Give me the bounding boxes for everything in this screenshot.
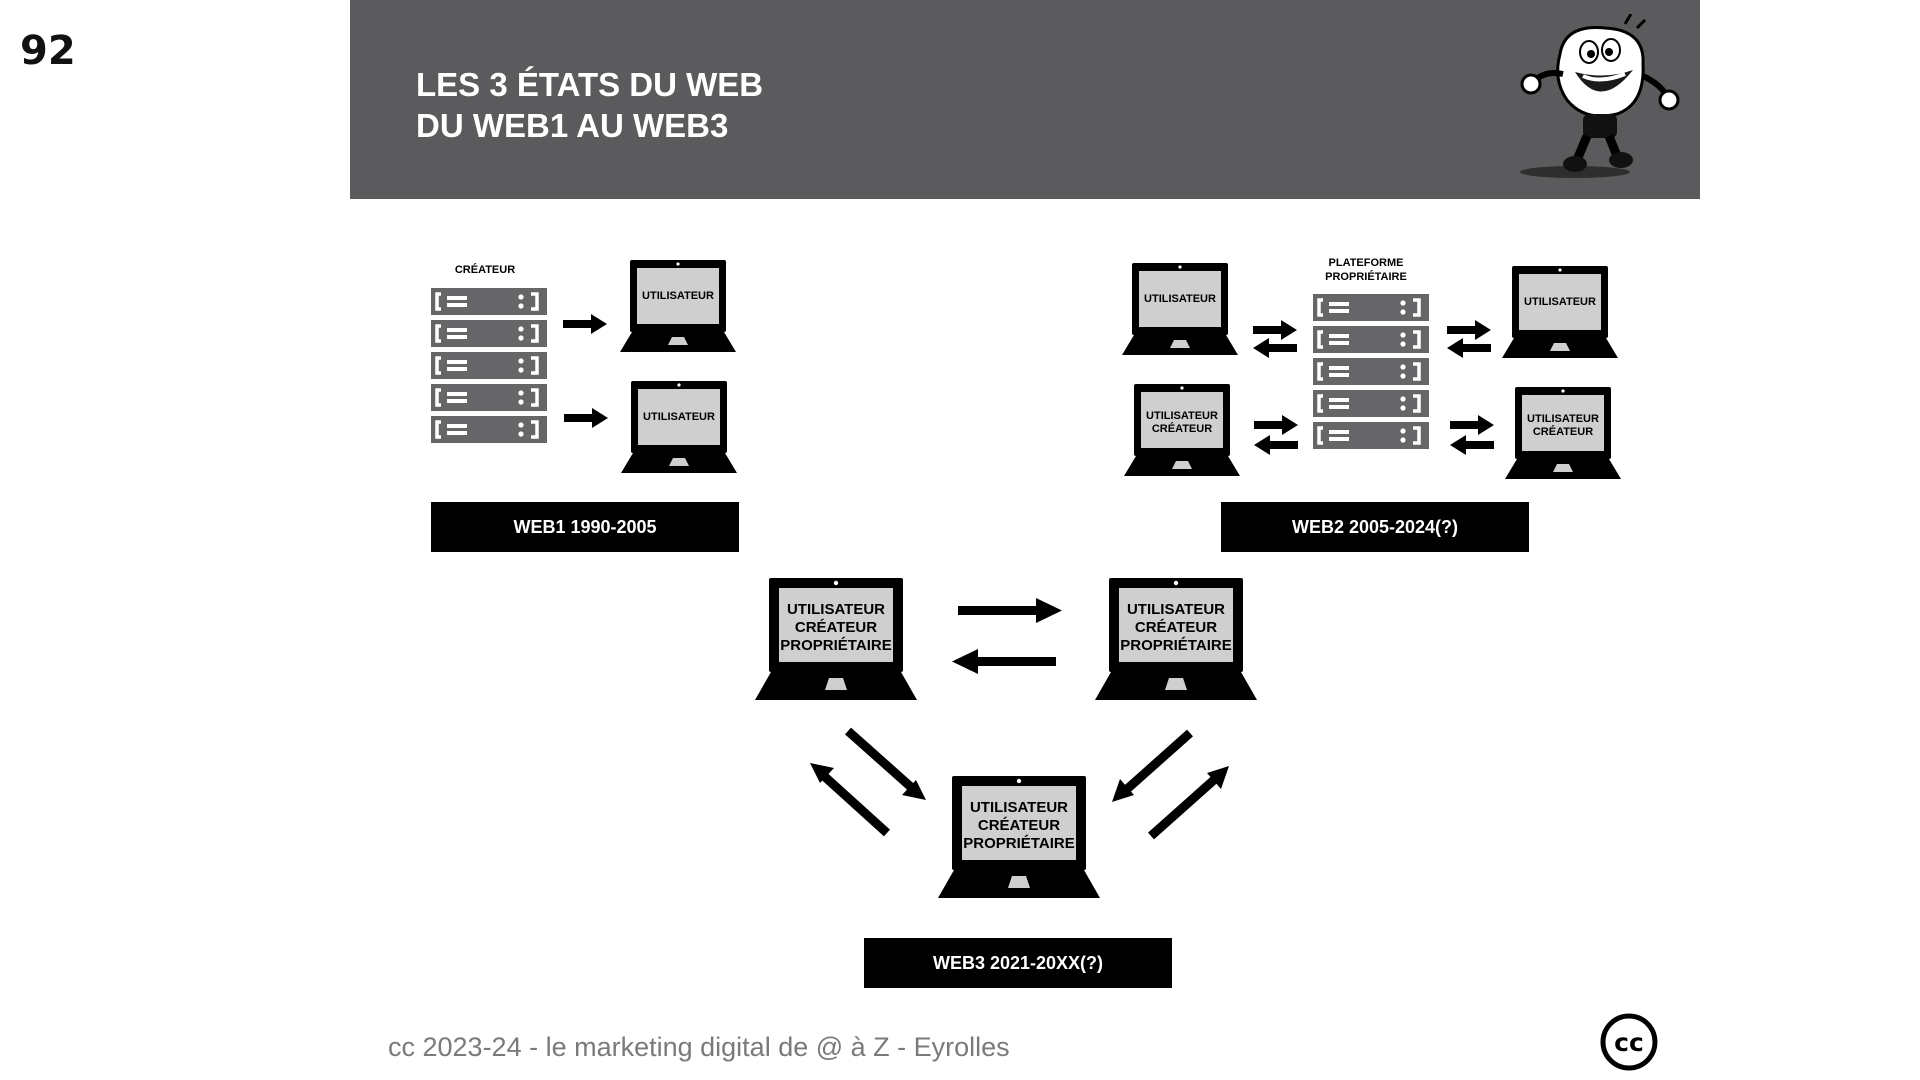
- web3-right-label-2: CRÉATEUR: [1135, 619, 1217, 636]
- footer-credit: cc 2023-24 - le marketing digital de @ à…: [388, 1032, 1010, 1062]
- laptop-icon: UTILISATEUR CRÉATEUR PROPRIÉTAIRE: [938, 776, 1100, 898]
- arrow-icon: [845, 727, 926, 800]
- web2-platform-label-2: PROPRIÉTAIRE: [1325, 270, 1407, 283]
- laptop-icon: UTILISATEUR: [1122, 263, 1238, 355]
- web1-section: CRÉATEUR UTILISATEUR UTILISATEUR: [429, 260, 737, 473]
- arrow-icon: [1254, 415, 1298, 435]
- arrow-icon: [1112, 729, 1193, 802]
- web2-left-top-label: UTILISATEUR: [1144, 293, 1216, 305]
- arrow-icon: [1253, 338, 1297, 358]
- arrow-icon: [564, 408, 608, 428]
- arrow-icon: [810, 763, 891, 837]
- arrow-icon: [563, 314, 607, 334]
- web3-bottom-label-3: PROPRIÉTAIRE: [963, 835, 1074, 852]
- web2-right-bottom-label-2: CRÉATEUR: [1533, 425, 1593, 438]
- web2-left-bottom-label-1: UTILISATEUR: [1146, 410, 1218, 422]
- web2-left-bottom-label-2: CRÉATEUR: [1152, 422, 1212, 435]
- web3-left-label-3: PROPRIÉTAIRE: [780, 637, 891, 654]
- web1-user-bottom-label: UTILISATEUR: [643, 411, 715, 423]
- laptop-icon: UTILISATEUR CRÉATEUR PROPRIÉTAIRE: [755, 578, 917, 700]
- web3-left-label-2: CRÉATEUR: [795, 619, 877, 636]
- laptop-icon: UTILISATEUR CRÉATEUR: [1505, 387, 1621, 479]
- web3-left-label-1: UTILISATEUR: [787, 601, 885, 618]
- arrow-icon: [1447, 338, 1491, 358]
- laptop-icon: UTILISATEUR: [620, 260, 736, 352]
- arrow-icon: [952, 649, 1056, 674]
- slide-title: LES 3 ÉTATS DU WEB DU WEB1 AU WEB3: [416, 64, 763, 146]
- arrow-icon: [1148, 766, 1229, 840]
- arrow-icon: [1450, 435, 1494, 455]
- arrow-icon: [1450, 415, 1494, 435]
- web2-caption: WEB2 2005-2024(?): [1221, 502, 1529, 552]
- cc-badge-text: cc: [1614, 1028, 1644, 1057]
- arrow-icon: [958, 598, 1062, 623]
- title-line-1: LES 3 ÉTATS DU WEB: [416, 66, 764, 103]
- server-stack-icon: [429, 286, 549, 445]
- web2-right-bottom-label-1: UTILISATEUR: [1527, 413, 1599, 425]
- web2-platform-label-1: PLATEFORME: [1329, 257, 1404, 269]
- web1-server-label: CRÉATEUR: [455, 263, 515, 276]
- arrow-icon: [1447, 320, 1491, 340]
- arrow-icon: [1253, 320, 1297, 340]
- web3-right-label-3: PROPRIÉTAIRE: [1120, 637, 1231, 654]
- title-line-2: DU WEB1 AU WEB3: [416, 107, 729, 144]
- web3-section: UTILISATEUR CRÉATEUR PROPRIÉTAIRE UTILIS…: [755, 578, 1257, 898]
- creative-commons-icon: cc: [1600, 1013, 1658, 1071]
- web3-right-label-1: UTILISATEUR: [1127, 601, 1225, 618]
- laptop-icon: UTILISATEUR CRÉATEUR: [1124, 384, 1240, 476]
- web2-right-top-label: UTILISATEUR: [1524, 296, 1596, 308]
- web2-section: PLATEFORME PROPRIÉTAIRE UTILISATEUR UTIL…: [1122, 257, 1621, 479]
- web3-caption: WEB3 2021-20XX(?): [864, 938, 1172, 988]
- arrow-icon: [1254, 435, 1298, 455]
- web3-bottom-label-2: CRÉATEUR: [978, 817, 1060, 834]
- laptop-icon: UTILISATEUR: [1502, 266, 1618, 358]
- page-number: 92: [20, 28, 76, 74]
- mascot-illustration: [1520, 14, 1680, 178]
- web1-user-top-label: UTILISATEUR: [642, 290, 714, 302]
- laptop-icon: UTILISATEUR: [621, 381, 737, 473]
- web1-caption: WEB1 1990-2005: [431, 502, 739, 552]
- laptop-icon: UTILISATEUR CRÉATEUR PROPRIÉTAIRE: [1095, 578, 1257, 700]
- web3-bottom-label-1: UTILISATEUR: [970, 799, 1068, 816]
- header-banner: LES 3 ÉTATS DU WEB DU WEB1 AU WEB3: [350, 0, 1700, 199]
- server-stack-icon: [1311, 292, 1431, 451]
